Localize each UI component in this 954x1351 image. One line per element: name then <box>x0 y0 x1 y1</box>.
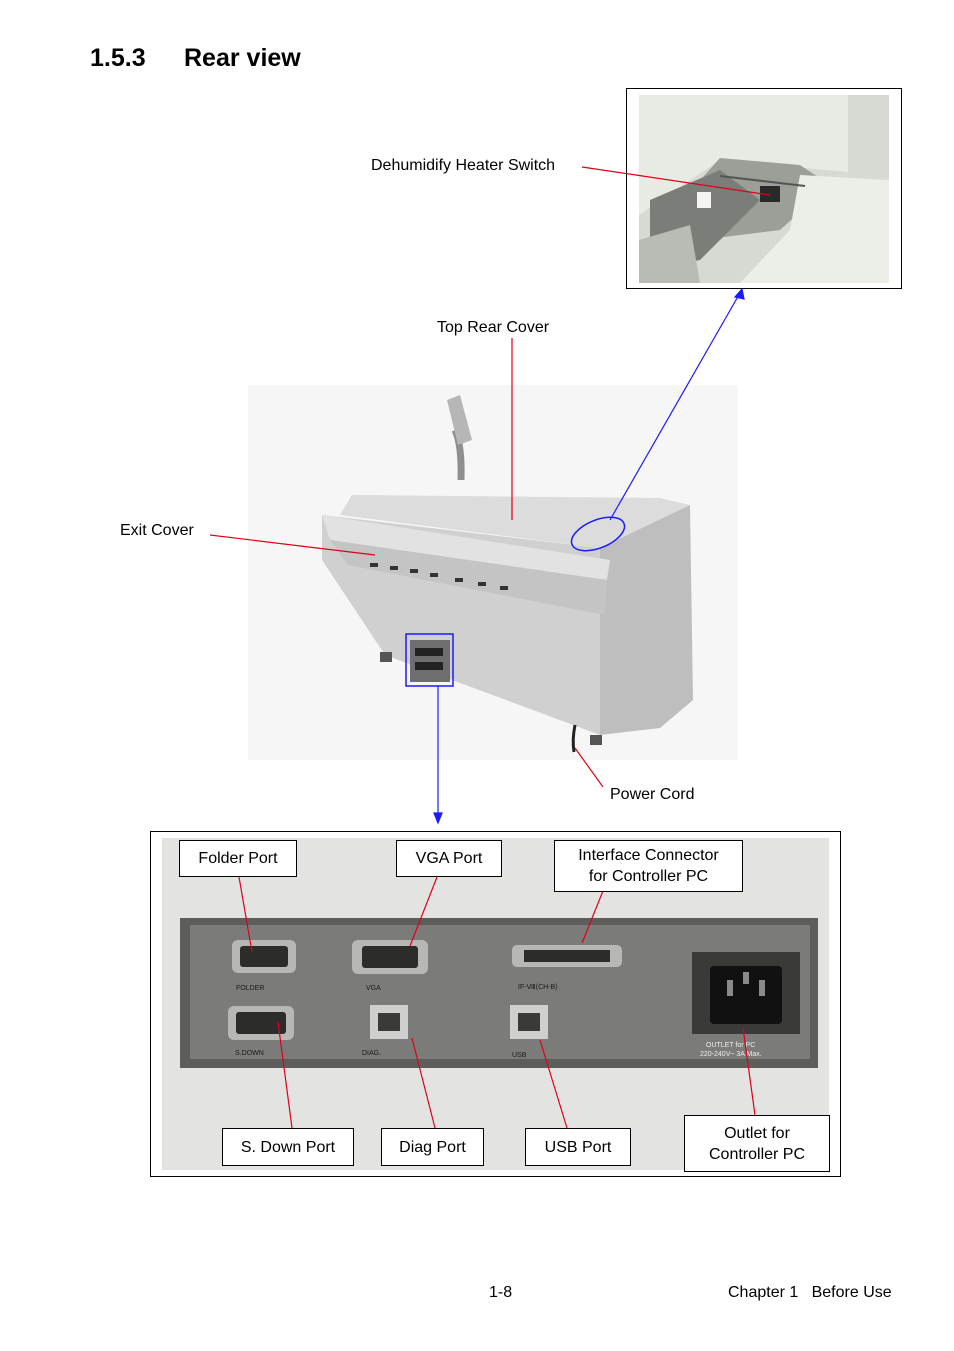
label-interface-connector: Interface Connector for Controller PC <box>554 840 743 892</box>
panel-label-outlet1: OUTLET for PC <box>706 1042 755 1049</box>
label-folder-port: Folder Port <box>179 840 297 877</box>
panel-label-usb: USB <box>512 1052 527 1059</box>
label-vga-port: VGA Port <box>396 840 502 877</box>
panel-label-vga: VGA <box>366 985 381 992</box>
interface-line2: for Controller PC <box>588 868 709 885</box>
panel-markings: FOLDER VGA IF-Ⅷ(CH-B) S.DOWN DIAG. USB O… <box>235 984 762 1059</box>
outlet-line2: Controller PC <box>708 1145 806 1163</box>
interface-line1: Interface Connector <box>578 847 719 864</box>
panel-label-if: IF-Ⅷ(CH-B) <box>518 984 558 991</box>
label-top-rear-cover: Top Rear Cover <box>437 319 550 336</box>
outlet-line1: Outlet for <box>724 1124 790 1142</box>
chapter-footer: Chapter 1 Before Use <box>728 1284 892 1301</box>
panel-label-outlet2: 220-240V~ 3A Max. <box>700 1051 762 1058</box>
panel-label-diag: DIAG. <box>362 1050 381 1057</box>
label-usb-port: USB Port <box>525 1128 631 1166</box>
label-power-cord: Power Cord <box>610 786 695 803</box>
panel-label-sdown: S.DOWN <box>235 1050 264 1057</box>
section-number: 1.5.3 <box>90 44 146 72</box>
panel-label-folder: FOLDER <box>236 985 264 992</box>
label-dehumidify-heater-switch: Dehumidify Heater Switch <box>371 157 556 174</box>
page-number: 1-8 <box>489 1284 513 1301</box>
label-diag-port: Diag Port <box>381 1128 484 1166</box>
section-heading: 1.5.3 Rear view <box>90 44 301 73</box>
machine-photo <box>248 385 738 760</box>
inset-photo <box>639 95 889 283</box>
blue-arrows <box>433 287 745 825</box>
section-title: Rear view <box>184 44 301 72</box>
label-s-down-port: S. Down Port <box>222 1128 354 1166</box>
port-detail-photo <box>162 838 829 1170</box>
label-exit-cover: Exit Cover <box>120 522 194 539</box>
label-outlet-controller-pc: Outlet for Controller PC <box>684 1115 830 1172</box>
red-leaders <box>209 166 771 1129</box>
